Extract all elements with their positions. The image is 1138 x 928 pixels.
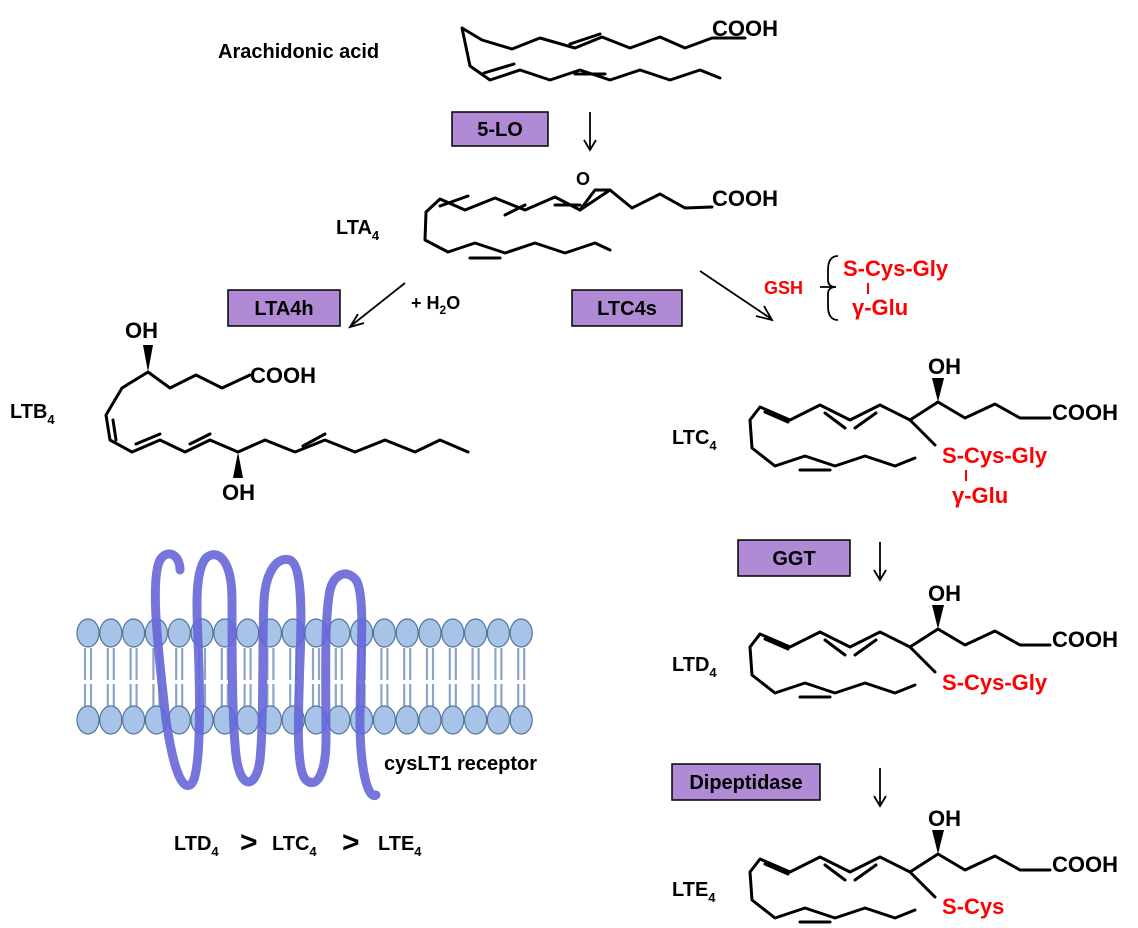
5-lo-label: 5-LO — [477, 119, 523, 141]
ltc4-cooh-label: COOH — [1052, 400, 1118, 425]
lipid-head — [99, 705, 123, 735]
gsh-label: GSH — [764, 278, 803, 298]
potency-ltc4: LTC4 — [272, 833, 317, 859]
lipid-head — [167, 618, 191, 648]
lta4-cooh-label: COOH — [712, 186, 778, 211]
arrow-to-ltc4 — [699, 270, 774, 322]
potency-gt-2: > — [342, 826, 360, 859]
ltc4-s-cys-gly-label: S-Cys-Gly — [942, 443, 1048, 468]
cyslt1-receptor-helix — [150, 549, 381, 800]
gsh-gamma-glu-label: γ-Glu — [852, 295, 908, 320]
lipid-head — [486, 705, 510, 735]
ltb4-cooh-label: COOH — [250, 363, 316, 388]
lipid-head — [464, 618, 488, 648]
lipid-head — [509, 705, 533, 735]
enzyme-ggt: GGT — [737, 539, 851, 577]
lta4-label: LTA4 — [336, 217, 380, 243]
lipid-head — [372, 618, 396, 648]
ltc4-gamma-glu-label: γ-Glu — [952, 483, 1008, 508]
cyslt1-receptor-label: cysLT1 receptor — [384, 753, 537, 775]
lipid-head — [418, 705, 442, 735]
ltb4-structure: OH OH COOH LTB4 — [10, 318, 470, 505]
gsh-group: GSH S-Cys-Gly γ-Glu — [764, 255, 949, 321]
ltd4-label: LTD4 — [672, 654, 717, 680]
ltd4-structure: OH COOH S-Cys-Gly LTD4 — [672, 581, 1118, 699]
lte4-s-cys-label: S-Cys — [942, 894, 1004, 919]
lipid-head — [486, 618, 510, 648]
lipid-head — [76, 705, 100, 735]
ggt-label: GGT — [772, 548, 815, 570]
potency-ranking: LTD4 > LTC4 > LTE4 — [174, 826, 422, 859]
lipid-head — [122, 618, 146, 648]
arachidonic-acid-structure: Arachidonic acid COOH — [218, 16, 778, 82]
lipid-head — [464, 705, 488, 735]
ltc4s-label: LTC4s — [597, 298, 657, 320]
dipeptidase-label: Dipeptidase — [689, 772, 802, 794]
potency-lte4: LTE4 — [378, 833, 422, 859]
enzyme-5-lo: 5-LO — [451, 111, 549, 147]
lte4-cooh-label: COOH — [1052, 852, 1118, 877]
arrow-to-ltd4 — [873, 542, 887, 582]
enzyme-ltc4s: LTC4s — [571, 289, 683, 327]
ltb4-oh-top-label: OH — [125, 318, 158, 343]
potency-ltd4: LTD4 — [174, 833, 219, 859]
epoxide-o-label: O — [576, 169, 590, 189]
lipid-head — [327, 705, 351, 735]
lte4-structure: OH COOH S-Cys LTE4 — [672, 806, 1118, 924]
lipid-head — [441, 618, 465, 648]
enzyme-lta4h: LTA4h — [227, 289, 341, 327]
lipid-head — [418, 618, 442, 648]
lta4h-label: LTA4h — [254, 298, 313, 320]
lipid-head — [236, 705, 260, 735]
lipid-head — [327, 618, 351, 648]
potency-gt-1: > — [240, 826, 258, 859]
arrow-to-lta4 — [583, 112, 597, 152]
enzyme-dipeptidase: Dipeptidase — [671, 763, 821, 801]
arrow-to-lte4 — [873, 768, 887, 808]
lipid-head — [236, 618, 260, 648]
lta4-structure: O COOH LTA4 — [336, 169, 778, 260]
lipid-head — [76, 618, 100, 648]
ltd4-oh-label: OH — [928, 581, 961, 606]
ltc4-label: LTC4 — [672, 427, 717, 453]
lipid-head — [395, 618, 419, 648]
lipid-head — [372, 705, 396, 735]
ltc4-structure: OH COOH S-Cys-Gly γ-Glu LTC4 — [672, 354, 1118, 508]
lipid-head — [99, 618, 123, 648]
membrane-inner-heads — [76, 705, 533, 735]
lte4-label: LTE4 — [672, 879, 716, 905]
ltd4-cooh-label: COOH — [1052, 627, 1118, 652]
lipid-head — [441, 705, 465, 735]
arachidonic-acid-label: Arachidonic acid — [218, 41, 379, 63]
membrane-outer-heads — [76, 618, 533, 648]
lipid-head — [122, 705, 146, 735]
gsh-s-cys-gly-label: S-Cys-Gly — [843, 256, 949, 281]
lte4-oh-label: OH — [928, 806, 961, 831]
ltb4-oh-bottom-label: OH — [222, 480, 255, 505]
ltb4-label: LTB4 — [10, 401, 55, 427]
lipid-head — [395, 705, 419, 735]
arrow-to-ltb4 — [348, 282, 406, 329]
water-reagent-label: + H2O — [411, 293, 460, 317]
lipid-head — [509, 618, 533, 648]
aa-cooh-label: COOH — [712, 16, 778, 41]
ltd4-s-cys-gly-label: S-Cys-Gly — [942, 670, 1048, 695]
ltc4-oh-label: OH — [928, 354, 961, 379]
